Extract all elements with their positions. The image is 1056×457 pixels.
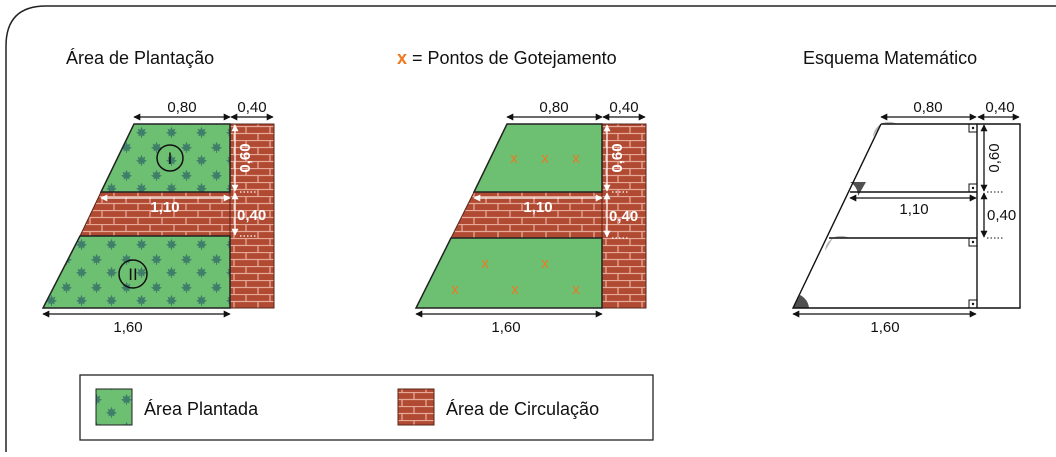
right-angle-mark bbox=[968, 183, 978, 193]
dim-upper-height: 0,60 bbox=[609, 143, 626, 172]
drip-points: x x x x x x x x bbox=[451, 150, 580, 298]
drip-point: x bbox=[511, 281, 519, 298]
region-1-circle bbox=[156, 144, 184, 172]
dim-bottom-width: 1,60 bbox=[870, 319, 899, 336]
dim-middle-width: 1,10 bbox=[899, 201, 928, 218]
panel-area-plantacao: I II 0,80 0,40 0,60 0,40 1,10 1,60 bbox=[41, 99, 275, 336]
angle-lower-left bbox=[825, 235, 849, 251]
dim-wall-width: 0,40 bbox=[609, 99, 638, 116]
dim-wall-width: 0,40 bbox=[237, 99, 266, 116]
dim-upper-height: 0,60 bbox=[237, 143, 254, 172]
dim-top-width: 0,80 bbox=[913, 99, 942, 116]
angle-bottom-left bbox=[793, 295, 809, 308]
panel-pontos-gotejamento: x x x x x x x x 0,80 0,40 0,60 0,40 1,10… bbox=[414, 99, 647, 336]
legend-swatch-planted bbox=[95, 388, 133, 426]
dim-middle-height: 0,40 bbox=[237, 207, 266, 224]
title-pontos-gotejamento: x = Pontos de Gotejamento bbox=[397, 48, 617, 68]
dim-upper-height: 0,60 bbox=[986, 143, 1003, 172]
dim-wall-width: 0,40 bbox=[985, 99, 1014, 116]
legend-swatch-circulation bbox=[397, 388, 435, 426]
drip-point: x bbox=[481, 255, 489, 272]
region-1-label: I bbox=[168, 149, 173, 168]
dim-bottom-width: 1,60 bbox=[491, 319, 520, 336]
right-angle-dot bbox=[971, 302, 975, 306]
title-area-plantacao: Área de Plantação bbox=[66, 48, 214, 68]
right-angle-mark bbox=[968, 237, 978, 247]
drip-point: x bbox=[541, 150, 549, 167]
dim-middle-height: 0,40 bbox=[609, 208, 638, 225]
dim-middle-width: 1,10 bbox=[150, 199, 179, 216]
region-2-circle bbox=[118, 259, 148, 289]
legend-label-circulation: Área de Circulação bbox=[446, 399, 599, 419]
right-angle-dot bbox=[971, 126, 975, 130]
title-esquema-matematico: Esquema Matemático bbox=[803, 48, 977, 68]
drip-point: x bbox=[572, 281, 580, 298]
legend-box bbox=[79, 374, 654, 441]
right-angle-dot bbox=[971, 186, 975, 190]
angle-top-left bbox=[873, 121, 897, 137]
right-angle-dots bbox=[971, 126, 975, 306]
drip-point: x bbox=[510, 150, 518, 167]
dim-top-width: 0,80 bbox=[539, 99, 568, 116]
drip-point: x bbox=[541, 255, 549, 272]
planted-region-1 bbox=[99, 123, 231, 193]
right-angle-mark bbox=[968, 123, 978, 133]
dim-middle-height: 0,40 bbox=[987, 207, 1016, 224]
angle-middle-left bbox=[850, 182, 866, 196]
right-angle-dot bbox=[971, 240, 975, 244]
drip-legend-text: = Pontos de Gotejamento bbox=[407, 48, 617, 68]
frame bbox=[5, 5, 1056, 452]
dim-bottom-width: 1,60 bbox=[113, 319, 142, 336]
right-angle-marks bbox=[968, 123, 978, 309]
drip-point: x bbox=[451, 281, 459, 298]
planted-region-2 bbox=[414, 237, 603, 309]
drip-point: x bbox=[572, 150, 580, 167]
planted-region-1 bbox=[472, 123, 603, 193]
right-angle-mark bbox=[968, 299, 978, 309]
drip-marker-label: x bbox=[397, 48, 407, 68]
dim-top-width: 0,80 bbox=[167, 99, 196, 116]
planted-region-2 bbox=[41, 235, 231, 309]
legend: Área Plantada Área de Circulação bbox=[79, 374, 654, 441]
region-2-label: II bbox=[128, 265, 137, 284]
dim-middle-width: 1,10 bbox=[523, 199, 552, 216]
legend-label-planted: Área Plantada bbox=[144, 399, 259, 419]
panel-esquema-matematico: 0,80 0,40 0,60 0,40 1,10 1,60 bbox=[791, 99, 1021, 336]
